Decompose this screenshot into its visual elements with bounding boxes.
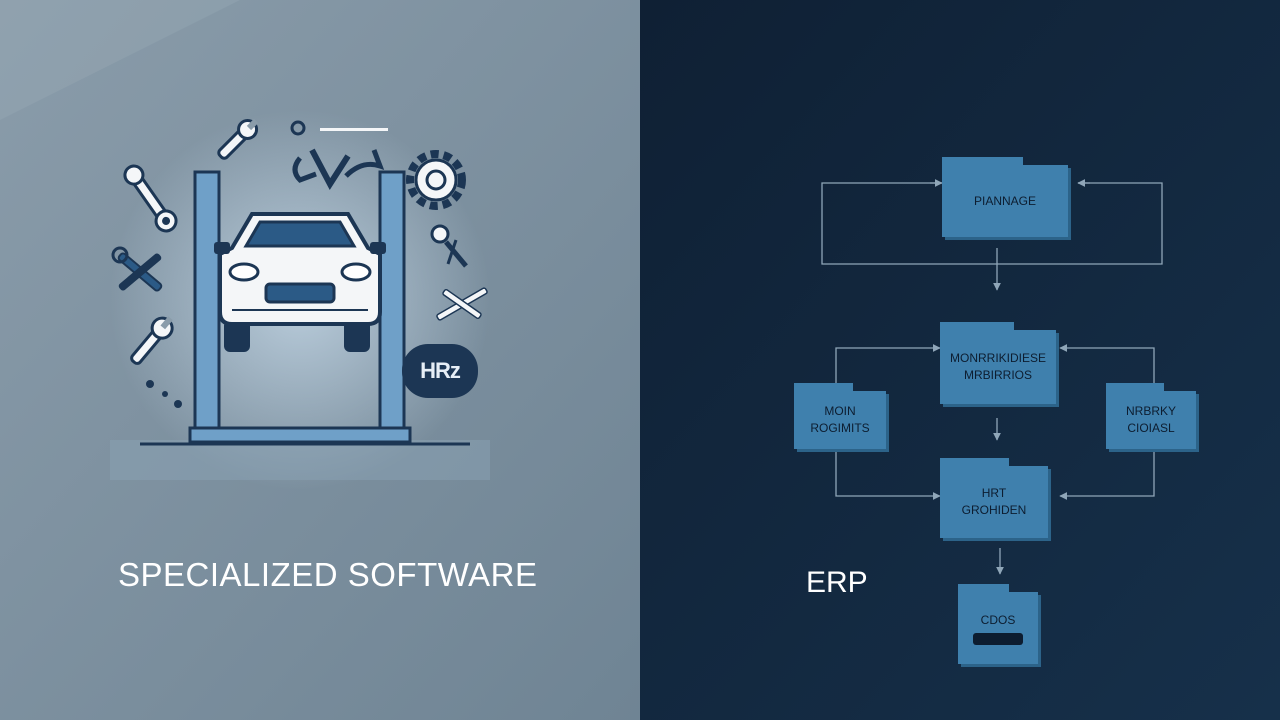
node-label: PIANNAGE <box>973 193 1036 208</box>
erp-node-center: MONRRIKIDIESE MRBIRRIOS <box>940 322 1056 404</box>
erp-node-top: PIANNAGE <box>942 157 1068 237</box>
node-label: ROGIMITS <box>810 421 870 435</box>
node-label: GROHIDEN <box>961 503 1027 517</box>
tools-icon <box>290 120 388 190</box>
connector-top-loop <box>821 182 1163 265</box>
pliers-icon <box>430 224 468 268</box>
crossed-tools-icon <box>436 287 488 321</box>
specialized-software-panel: HRz SPECIALIZED SOFTWARE <box>0 0 640 720</box>
hr-badge: HRz <box>402 344 478 398</box>
node-label: CIOIASL <box>1127 421 1175 435</box>
erp-node-lower: HRT GROHIDEN <box>940 458 1048 538</box>
node-label: MRBIRRIOS <box>963 368 1032 382</box>
spanner-icon <box>123 164 178 233</box>
node-label: MOIN <box>824 404 856 418</box>
truck-icon <box>973 632 1023 645</box>
wrench-icon <box>130 316 174 365</box>
node-label: NRBRKY <box>1125 404 1176 418</box>
node-label: MONRRIKIDIESE <box>949 351 1046 365</box>
specialized-software-illustration <box>0 0 640 720</box>
bolt-icon <box>146 380 182 408</box>
connector-left-center <box>835 344 941 384</box>
connector-left-lower <box>835 452 941 500</box>
node-label: HRT <box>981 486 1007 500</box>
gear-icon <box>406 150 466 210</box>
erp-title: ERP <box>806 566 868 599</box>
car-icon <box>214 212 386 352</box>
erp-panel: PIANNAGE MONRRIKIDIESE MRBIRRIOS MOIN RO… <box>640 0 1280 720</box>
crossed-tools-icon <box>111 246 163 292</box>
specialized-software-title: SPECIALIZED SOFTWARE <box>118 556 538 593</box>
erp-node-left: MOIN ROGIMITS <box>794 383 886 449</box>
node-label: CDOS <box>980 612 1016 627</box>
connector-right-lower <box>1059 452 1155 500</box>
wrench-icon <box>217 118 259 160</box>
erp-node-bottom: CDOS <box>958 584 1038 664</box>
connector-right-center <box>1059 344 1155 384</box>
erp-node-right: NRBRKY CIOIASL <box>1106 383 1196 449</box>
